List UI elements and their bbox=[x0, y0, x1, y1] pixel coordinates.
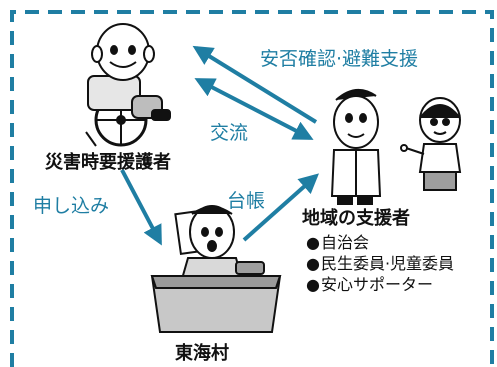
node-village: 東海村 bbox=[175, 343, 229, 364]
arrow-exchange bbox=[194, 78, 314, 140]
node-supporters: 地域の支援者 bbox=[302, 208, 410, 229]
label-registry: 台帳 bbox=[227, 190, 266, 212]
dashed-frame bbox=[10, 10, 494, 367]
supporter-list: 自治会 民生委員·児童委員 安心サポーター bbox=[306, 232, 454, 295]
supporter-item: 安心サポーター bbox=[306, 274, 454, 295]
node-person-in-need: 災害時要援護者 bbox=[45, 152, 171, 173]
label-exchange: 交流 bbox=[210, 122, 249, 144]
arrow-apply bbox=[120, 169, 162, 246]
label-apply: 申し込み bbox=[33, 195, 110, 217]
arrows bbox=[120, 45, 319, 246]
arrow-registry bbox=[242, 173, 319, 242]
label-safety-check: 安否確認·避難支援 bbox=[260, 48, 419, 70]
office-worker-desk-icon bbox=[150, 205, 282, 333]
wheelchair-elder-icon bbox=[85, 23, 171, 147]
supporters-couple-icon bbox=[330, 89, 462, 205]
supporter-item: 自治会 bbox=[306, 232, 454, 253]
supporter-item: 民生委員·児童委員 bbox=[306, 253, 454, 274]
